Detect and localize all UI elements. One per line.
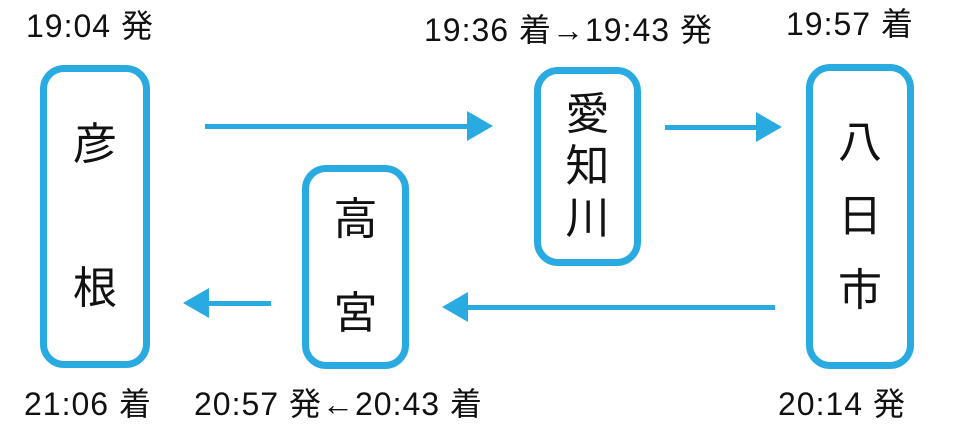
- arrow-hikone-to-echigawa: [205, 111, 493, 141]
- yokaichi-arrival-time: 19:57 着: [786, 6, 914, 42]
- station-name-takamiya: 高 宮: [334, 198, 378, 336]
- station-name-char: 八: [838, 117, 882, 167]
- arrow-echigawa-to-yokaichi: [665, 112, 782, 142]
- station-name-char: 日: [838, 191, 882, 241]
- station-name-char: 高: [333, 195, 378, 244]
- takamiya-departure-arrival-times: 20:57 発←20:43 着: [194, 386, 483, 422]
- station-name-char: 知: [565, 141, 610, 191]
- echigawa-arrival-departure-times: 19:36 着→19:43 発: [424, 12, 713, 48]
- arrow-left-head-icon: [183, 288, 209, 318]
- arrow-shaft: [205, 123, 467, 129]
- station-name-echigawa: 愛 知 川: [565, 89, 610, 243]
- station-box-yokaichi: 八 日 市: [806, 64, 914, 369]
- arrow-right-head-icon: [467, 111, 493, 141]
- hikone-arrival-time: 21:06 着: [24, 386, 152, 422]
- arrow-left-head-icon: [442, 292, 468, 322]
- arrow-shaft: [209, 300, 271, 306]
- station-name-hikone: 彦 根: [73, 119, 117, 313]
- station-name-char: 彦: [73, 119, 117, 169]
- station-name-yokaichi: 八 日 市: [838, 117, 882, 315]
- arrow-right-head-icon: [756, 112, 782, 142]
- station-box-echigawa: 愛 知 川: [534, 67, 641, 266]
- arrow-yokaichi-to-takamiya: [442, 292, 775, 322]
- station-name-char: 宮: [333, 289, 378, 338]
- station-box-hikone: 彦 根: [40, 65, 150, 368]
- arrow-takamiya-to-hikone: [183, 288, 271, 318]
- arrow-shaft: [665, 124, 756, 130]
- arrow-shaft: [468, 304, 775, 310]
- yokaichi-departure-time: 20:14 発: [778, 386, 906, 422]
- station-name-char: 川: [565, 193, 610, 243]
- station-name-char: 愛: [565, 89, 610, 139]
- station-name-char: 市: [838, 265, 882, 315]
- hikone-departure-time: 19:04 発: [26, 8, 154, 44]
- station-name-char: 根: [73, 263, 117, 313]
- station-box-takamiya: 高 宮: [302, 165, 409, 369]
